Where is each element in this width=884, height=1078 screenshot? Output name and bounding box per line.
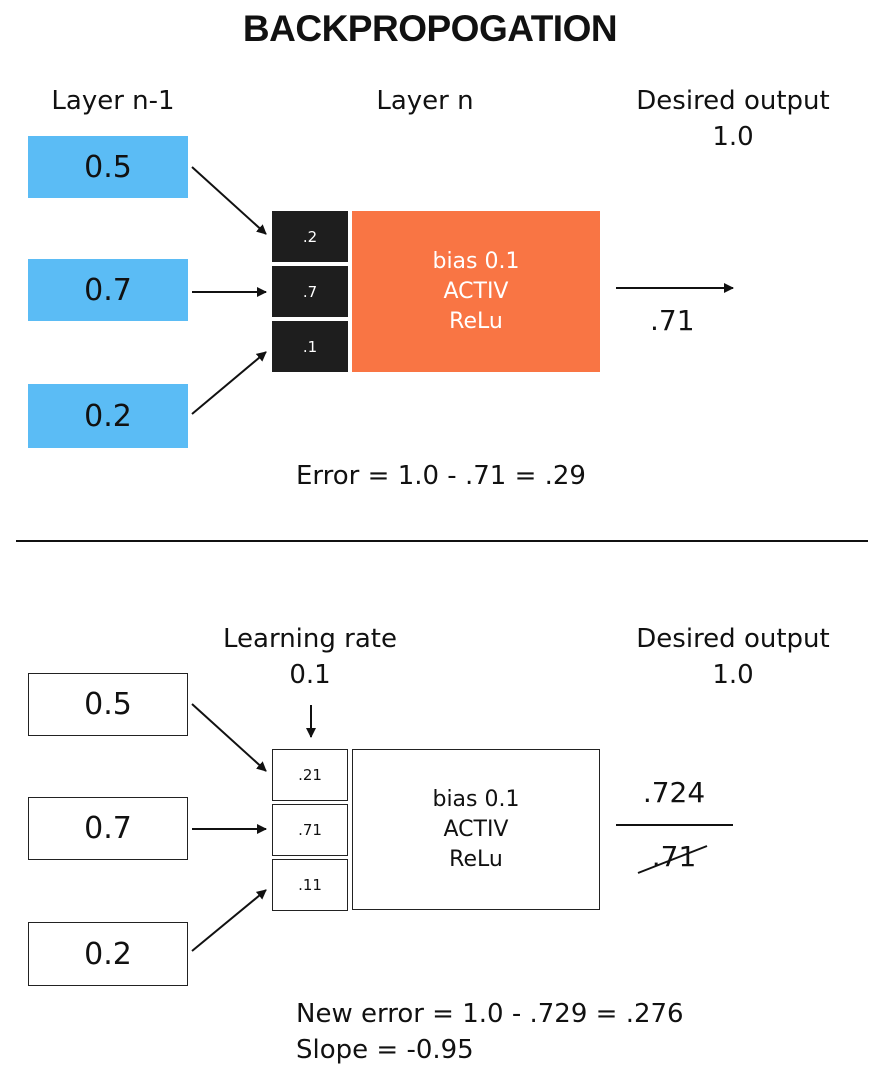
desired-output-value-bottom: 1.0 [712, 660, 754, 690]
input-node-bottom-3: 0.2 [28, 922, 188, 986]
input-node-top-2: 0.7 [28, 259, 188, 321]
weight-top-3: .1 [272, 321, 348, 372]
arrow-input-bottom-3 [191, 889, 267, 952]
output-value-top: .71 [650, 304, 695, 337]
weight-top-2: .7 [272, 266, 348, 317]
weight-top-1: .2 [272, 211, 348, 262]
neuron-top: bias 0.1 ACTIV ReLu [352, 211, 600, 372]
input-node-bottom-1: 0.5 [28, 673, 188, 736]
neuron-bottom: bias 0.1 ACTIV ReLu [352, 749, 600, 910]
error-equation: Error = 1.0 - .71 = .29 [296, 461, 586, 491]
slope-equation: Slope = -0.95 [296, 1035, 474, 1065]
neuron-top-activation: ACTIV [443, 278, 509, 304]
learning-rate-label: Learning rate [223, 624, 397, 654]
neuron-bottom-function: ReLu [449, 846, 503, 872]
arrow-input-bottom-1 [191, 703, 267, 772]
desired-output-label-bottom: Desired output [636, 624, 830, 654]
old-output-strike [637, 845, 708, 874]
learning-rate-value: 0.1 [289, 660, 331, 690]
layer-n-label: Layer n [376, 86, 474, 116]
weight-bottom-3: .11 [272, 859, 348, 911]
neuron-top-function: ReLu [449, 308, 503, 334]
desired-output-value-top: 1.0 [712, 122, 754, 152]
neuron-bottom-bias: bias 0.1 [432, 786, 520, 812]
desired-output-label-top: Desired output [636, 86, 830, 116]
diagram-title: BACKPROPOGATION [242, 8, 618, 49]
weight-bottom-1: .21 [272, 749, 348, 801]
input-node-bottom-2: 0.7 [28, 797, 188, 860]
old-output-value: .71 [651, 840, 697, 873]
new-error-equation: New error = 1.0 - .729 = .276 [296, 999, 684, 1029]
input-node-top-3: 0.2 [28, 384, 188, 448]
neuron-top-bias: bias 0.1 [432, 248, 520, 274]
arrow-input-top-1 [191, 166, 267, 235]
arrow-input-top-3 [191, 351, 267, 415]
layer-prev-label: Layer n-1 [51, 86, 175, 116]
weight-bottom-2: .71 [272, 804, 348, 856]
new-output-value: .724 [642, 776, 706, 809]
neuron-bottom-activation: ACTIV [443, 816, 509, 842]
input-node-top-1: 0.5 [28, 136, 188, 198]
